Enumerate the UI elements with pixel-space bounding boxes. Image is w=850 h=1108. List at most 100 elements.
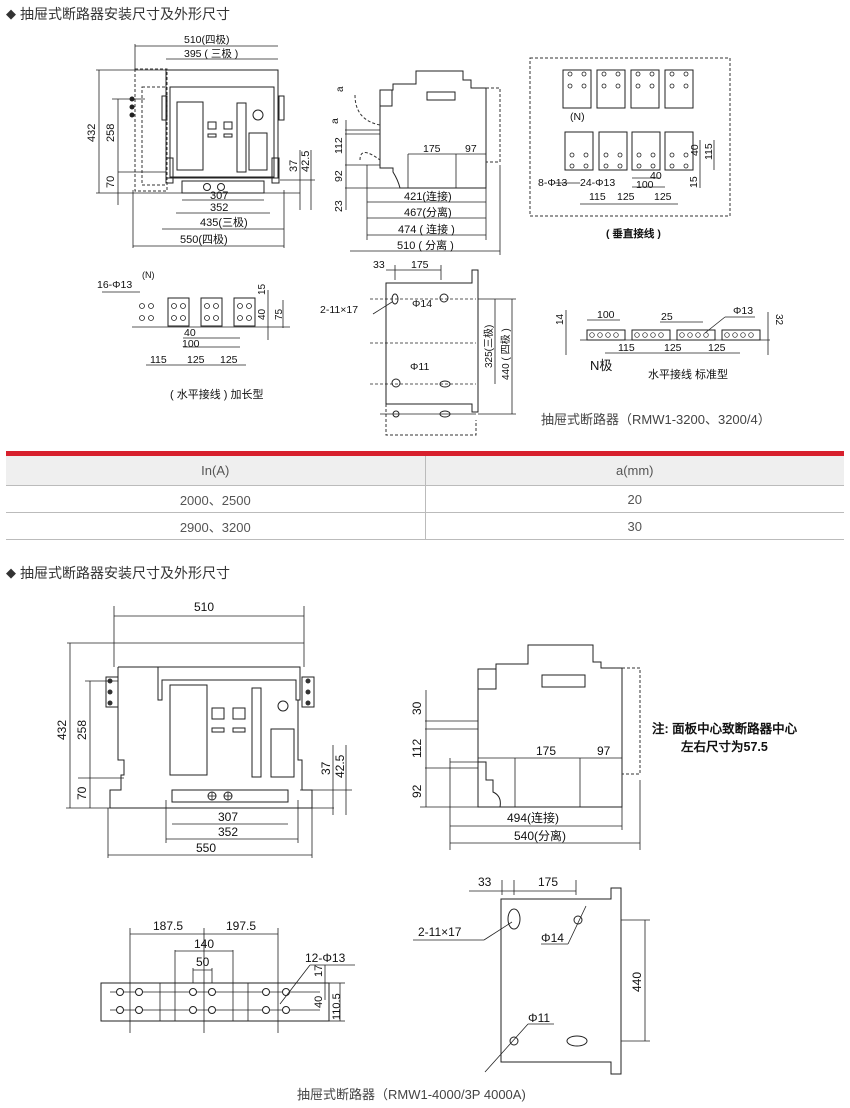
dim-125b-long: 125 [220, 354, 238, 366]
dim-352-4000: 352 [218, 825, 238, 839]
dim-125a-std: 125 [664, 342, 682, 354]
dim-125a: 125 [617, 191, 635, 203]
note-line-1: 注: 面板中心致断路器中心 [652, 722, 798, 736]
horizontal-std-caption: 水平接线 标准型 [648, 367, 728, 381]
model-caption-4000: 抽屉式断路器（RMW1-4000/3P 4000A) [297, 1087, 526, 1102]
mount-plate-4000: 33 175 2-11×17 Φ14 Φ11 440 [413, 875, 650, 1075]
cell-a: 30 [425, 512, 844, 540]
dim-197-5: 197.5 [226, 919, 256, 933]
front-view-4000: 510 432 258 70 37 42.5 307 352 550 [55, 600, 352, 858]
dim-14: 14 [555, 313, 566, 325]
dim-50: 50 [196, 955, 210, 969]
dim-17: 17 [313, 965, 325, 977]
dim-42-5-4000: 42.5 [333, 754, 347, 778]
dim-92-4000: 92 [410, 784, 424, 798]
dim-115-long: 115 [150, 354, 167, 366]
dim-a-top: a [335, 86, 346, 92]
dim-440-4000: 440 [630, 972, 644, 992]
dim-15-h: 15 [257, 283, 268, 295]
dim-115: 115 [589, 191, 606, 203]
dim-258-4000: 258 [75, 720, 89, 740]
dim-40-long: 40 [184, 327, 196, 339]
table-row: 2000、2500 20 [6, 485, 844, 513]
n-label-vertical: (N) [570, 111, 585, 123]
dim-33-plate: 33 [373, 259, 385, 271]
dim-540: 540(分离) [514, 828, 566, 843]
section2-heading-text: 抽屉式断路器安装尺寸及外形尺寸 [20, 565, 230, 581]
dim-352: 352 [210, 202, 228, 214]
dim-115-vertical: 115 [703, 143, 715, 160]
dim-37-4000: 37 [319, 761, 333, 775]
dim-92: 92 [333, 170, 345, 182]
dim-70: 70 [105, 176, 117, 188]
section2-heading: ◆ 抽屉式断路器安装尺寸及外形尺寸 [6, 563, 230, 583]
dim-100: 100 [636, 179, 654, 191]
hole-phi11: Φ11 [410, 361, 429, 373]
slot-2-11x17: 2-11×17 [320, 304, 358, 316]
table-header-row: In(A) a(mm) [6, 451, 844, 486]
dim-440-4p: 440 ( 四极 ) [499, 328, 512, 380]
dim-175-4000: 175 [536, 744, 556, 758]
dim-432-4000: 432 [55, 720, 69, 740]
dim-307: 307 [210, 190, 228, 202]
dim-40: 40 [650, 170, 662, 182]
holes-8-phi13: 8-Φ13 [538, 177, 568, 189]
dim-70-4000: 70 [75, 786, 89, 800]
dim-115-std: 115 [618, 342, 635, 354]
dim-32: 32 [773, 314, 784, 326]
hole-phi13-std: Φ13 [733, 305, 753, 317]
mount-plate-3200: 33 175 2-11×17 Φ14 Φ11 325(三极) 440 ( 四极 … [320, 259, 516, 436]
dim-510-4000: 510 [194, 600, 214, 614]
hole-phi14-4000: Φ14 [541, 931, 564, 945]
dim-510: 510 ( 分离 ) [397, 238, 454, 252]
breaker-body [165, 69, 279, 179]
dim-100-long: 100 [182, 338, 200, 350]
dim-a: a [329, 118, 341, 124]
dim-15: 15 [688, 176, 700, 188]
dim-175: 175 [423, 143, 441, 155]
dim-40-busbar: 40 [313, 996, 325, 1008]
diamond-bullet-icon: ◆ [6, 6, 16, 21]
dim-494: 494(连接) [507, 810, 559, 825]
col-header-in: In(A) [6, 451, 426, 486]
front-view-3200: 510(四极) 395 ( 三极 ) 432 258 70 37 42.5 30… [86, 33, 315, 248]
cell-a: 20 [425, 485, 844, 513]
dim-40-h: 40 [257, 308, 268, 320]
busbar-diagram-4000: 187.5 197.5 140 50 12-Φ13 17 40 110.5 [100, 919, 355, 1033]
slot-2-11x17-4000: 2-11×17 [418, 925, 462, 939]
dim-97: 97 [465, 143, 477, 155]
dim-140: 140 [194, 937, 214, 951]
dim-37: 37 [288, 160, 300, 172]
n-label-horizontal: (N) [142, 270, 155, 280]
holes-16-phi13: 16-Φ13 [97, 279, 132, 291]
hole-phi11-4000: Φ11 [528, 1011, 550, 1025]
side-view-4000: 30 112 92 175 97 494(连接) 540(分离) [410, 644, 641, 850]
dim-23: 23 [333, 200, 345, 212]
note-line-2: 左右尺寸为57.5 [681, 740, 768, 754]
dim-550-4000: 550 [196, 841, 216, 855]
dim-510-4p: 510(四极) [184, 33, 230, 46]
dim-125a-long: 125 [187, 354, 205, 366]
section1-drawings: 510(四极) 395 ( 三极 ) 432 258 70 37 42.5 30… [86, 33, 784, 436]
dim-110-5: 110.5 [331, 993, 343, 1020]
dim-100-std: 100 [597, 309, 615, 321]
dim-421: 421(连接) [404, 190, 452, 203]
dim-175-plate-4000: 175 [538, 875, 558, 889]
note-text: 注: 面板中心致断路器中心 左右尺寸为57.5 [652, 720, 797, 756]
horizontal-long-caption: ( 水平接线 ) 加长型 [170, 387, 264, 401]
dim-97-4000: 97 [597, 744, 611, 758]
holes-24-phi13: 24-Φ13 [580, 177, 615, 189]
horizontal-long-diagram: 16-Φ13 (N) 15 40 75 40 100 115 125 125 (… [97, 270, 290, 401]
dim-325-3p: 325(三极) [482, 325, 495, 368]
dim-33-4000: 33 [478, 875, 492, 889]
cell-in: 2000、2500 [6, 485, 426, 513]
dim-175-plate: 175 [411, 259, 429, 271]
side-view-3200: a a 112 92 23 175 97 421(连接) 467(分离) 474… [329, 70, 501, 255]
holes-12-phi13: 12-Φ13 [305, 951, 346, 965]
dim-187-5: 187.5 [153, 919, 183, 933]
dim-125b-std: 125 [708, 342, 726, 354]
vertical-wiring-caption: ( 垂直接线 ) [606, 227, 661, 240]
dim-125b: 125 [654, 191, 672, 203]
dim-30: 30 [410, 701, 424, 715]
hole-phi14: Φ14 [412, 298, 432, 310]
